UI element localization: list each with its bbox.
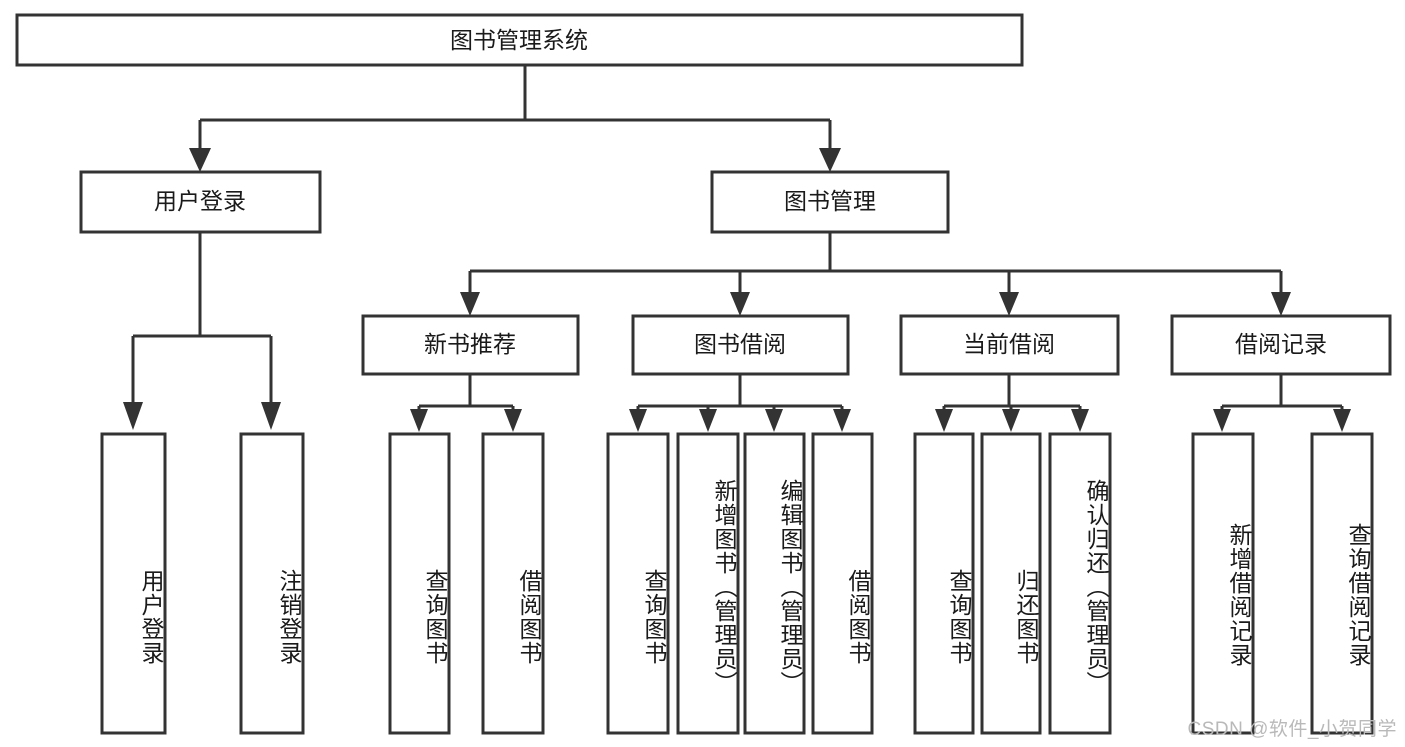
node-leaf-return-book-box[interactable] xyxy=(980,432,1042,735)
node-leaf-add-record-box[interactable] xyxy=(1191,432,1255,735)
node-leaf-edit-book-box[interactable] xyxy=(743,432,806,735)
arrow-head-leaf-borrow-book-2 xyxy=(833,409,851,432)
node-new-book-rec[interactable]: 新书推荐 xyxy=(361,314,580,376)
node-leaf-query-book-3-box[interactable] xyxy=(913,432,975,735)
node-root-box[interactable] xyxy=(15,13,1024,67)
arrow-head-user-login xyxy=(189,148,211,172)
node-new-book-rec-box[interactable] xyxy=(361,314,580,376)
arrow-head-leaf-logout-login xyxy=(261,402,281,430)
watermark-text: CSDN @软件_小贺同学 xyxy=(1187,719,1397,740)
connector-group-root xyxy=(189,65,841,172)
arrow-head-leaf-query-record xyxy=(1333,409,1351,432)
node-leaf-user-login-box[interactable] xyxy=(100,432,167,735)
node-book-manage-label: 图书管理 xyxy=(784,188,876,214)
node-leaf-borrow-book-2-box[interactable] xyxy=(811,432,874,735)
node-book-manage-box[interactable] xyxy=(710,170,950,234)
connector-group-book-manage xyxy=(460,232,1291,316)
arrow-head-leaf-add-record xyxy=(1213,409,1231,432)
arrow-head-book-manage xyxy=(819,148,841,172)
node-current-borrow-box[interactable] xyxy=(899,314,1120,376)
node-book-manage[interactable]: 图书管理 xyxy=(710,170,950,234)
node-borrow-record-box[interactable] xyxy=(1170,314,1392,376)
arrow-head-leaf-query-book-3 xyxy=(935,409,953,432)
arrow-head-new-book-rec xyxy=(460,292,480,316)
arrow-head-leaf-return-book xyxy=(1002,409,1020,432)
node-user-login-box[interactable] xyxy=(79,170,322,234)
connector-group-borrow-record xyxy=(1213,374,1351,432)
node-leaf-confirm-return-box[interactable] xyxy=(1048,432,1112,735)
connector-group-current-borrow xyxy=(935,374,1089,432)
node-leaf-query-book-1-box[interactable] xyxy=(388,432,451,735)
arrow-head-leaf-borrow-book-1 xyxy=(504,409,522,432)
arrow-head-leaf-confirm-return xyxy=(1071,409,1089,432)
connector-group-user-login xyxy=(123,232,281,430)
node-borrow-record-label: 借阅记录 xyxy=(1235,331,1327,357)
node-root-label: 图书管理系统 xyxy=(450,27,588,53)
arrow-head-leaf-edit-book xyxy=(765,409,783,432)
node-root[interactable]: 图书管理系统 xyxy=(15,13,1024,67)
arrow-head-leaf-user-login xyxy=(123,402,143,430)
node-leaf-query-book-2-box[interactable] xyxy=(606,432,670,735)
node-current-borrow[interactable]: 当前借阅 xyxy=(899,314,1120,376)
node-leaf-logout-login-box[interactable] xyxy=(239,432,305,735)
node-new-book-rec-label: 新书推荐 xyxy=(424,331,516,357)
node-user-login-label: 用户登录 xyxy=(154,188,246,214)
arrow-head-book-borrow xyxy=(730,292,750,316)
arrow-head-borrow-record xyxy=(1271,292,1291,316)
node-current-borrow-label: 当前借阅 xyxy=(963,331,1055,357)
node-book-borrow-label: 图书借阅 xyxy=(694,331,786,357)
arrow-head-leaf-query-book-1 xyxy=(410,409,428,432)
arrow-head-leaf-add-book xyxy=(699,409,717,432)
arrow-head-leaf-query-book-2 xyxy=(629,409,647,432)
node-leaf-query-record-box[interactable] xyxy=(1310,432,1374,735)
node-leaf-add-book-box[interactable] xyxy=(676,432,740,735)
node-book-borrow-box[interactable] xyxy=(631,314,850,376)
connector-group-new-book-rec xyxy=(410,374,522,432)
node-user-login[interactable]: 用户登录 xyxy=(79,170,322,234)
node-book-borrow[interactable]: 图书借阅 xyxy=(631,314,850,376)
node-borrow-record[interactable]: 借阅记录 xyxy=(1170,314,1392,376)
connector-group-book-borrow xyxy=(629,374,851,432)
node-leaf-borrow-book-1-box[interactable] xyxy=(481,432,545,735)
arrow-head-current-borrow xyxy=(999,292,1019,316)
